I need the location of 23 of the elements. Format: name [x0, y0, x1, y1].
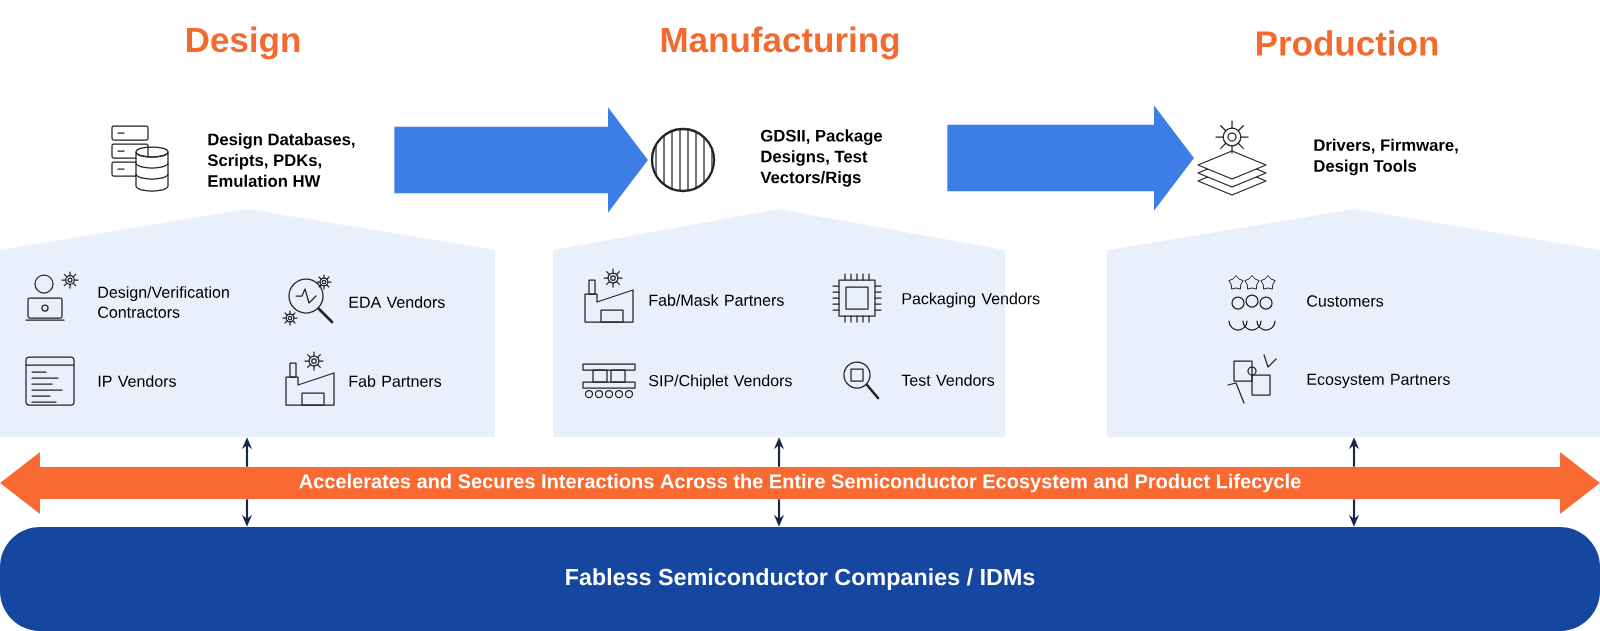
resource-item: Drivers, Firmware, Design Tools: [1197, 120, 1458, 196]
resource-item: Design Databases, Scripts, PDKs, Emulation HW: [111, 125, 355, 192]
item-label: SIP/Chiplet Vendors: [649, 374, 792, 390]
stage-heading: Manufacturing: [661, 26, 899, 60]
item-label: Fab/Mask Partners: [649, 294, 784, 306]
item-label: Ecosystem Partners: [1307, 373, 1450, 389]
node-label: Drivers, Firmware, Design Tools: [1314, 138, 1458, 176]
item-label: Fab Partners: [349, 375, 442, 387]
node-label: GDSII, Package Designs, Test Vectors/Rigs: [760, 129, 883, 187]
item-label: EDA Vendors: [349, 296, 445, 308]
resource-item: GDSII, Package Designs, Test Vectors/Rigs: [650, 127, 883, 193]
house-panel: [1107, 209, 1600, 437]
stage-heading: Design: [187, 26, 300, 60]
item-label: Customers: [1307, 295, 1384, 307]
item-label: IP Vendors: [98, 375, 176, 387]
node-label: Design Databases, Scripts, PDKs, Emulation HW: [207, 133, 355, 187]
item-label: Packaging Vendors: [902, 292, 1040, 308]
foundation-bar: Fabless Semiconductor Companies / IDMs: [0, 527, 1600, 631]
stage-heading: Production: [1257, 30, 1438, 56]
double-arrow-band: Accelerates and Secures Interactions Across the Entire Semiconductor Ecosystem and Product Lifecycle: [0, 452, 1600, 514]
item-label: Design/Verification Contractors: [98, 286, 229, 318]
house-panel: [0, 209, 495, 437]
item-label: Test Vendors: [901, 374, 995, 386]
